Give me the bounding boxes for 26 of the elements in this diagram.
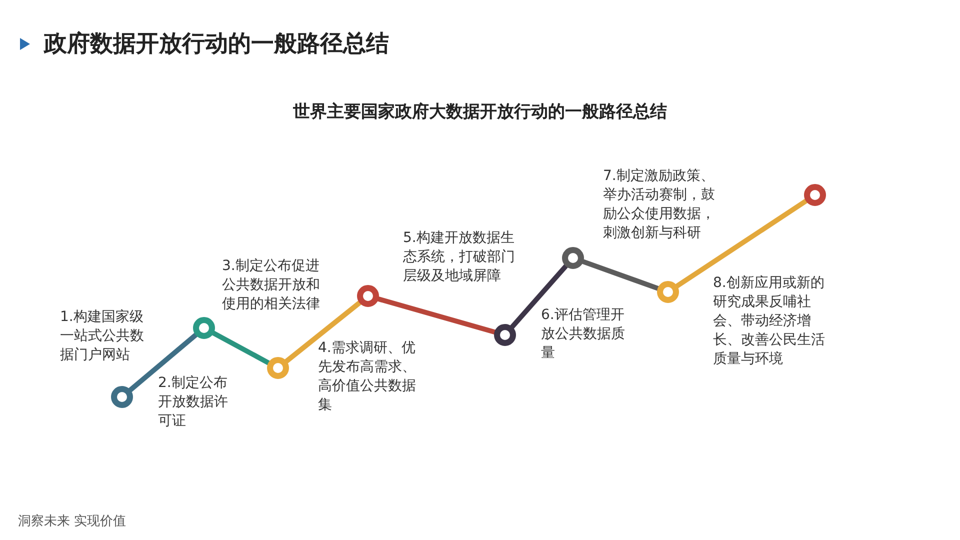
step-text: 7.制定激励政策、举办活动赛制，鼓励公众使用数据，刺激创新与科研 [603,167,716,243]
path-segment [128,332,198,392]
path-segment [674,198,808,288]
path-segment [510,264,568,330]
circle-marker [357,285,379,307]
circle-marker [111,386,133,408]
step-text: 8.创新应用或新的研究成果反哺社会、带动经济增长、改善公民生活质量与环境 [713,274,826,369]
slogan-text: 洞察未来 实现价值 [18,513,126,530]
path-segment [211,330,271,366]
path-segment [284,300,362,364]
step-text: 1.构建国家级一站式公共数据门户网站 [60,308,145,365]
step-text: 6.评估管理开放公共数据质量 [541,306,626,363]
circle-marker [562,247,584,269]
step-text: 4.需求调研、优先发布高需求、高价值公共数据集 [318,339,417,415]
circle-marker [267,357,289,379]
circle-marker [494,324,516,346]
path-segment [376,296,497,334]
step-text: 5.构建开放数据生态系统，打破部门层级及地域屏障 [403,229,516,286]
circle-marker [657,281,679,303]
step-text: 3.制定公布促进公共数据开放和使用的相关法律 [222,257,321,314]
page-title: 政府数据开放行动的一般路径总结 [44,30,389,59]
subtitle: 世界主要国家政府大数据开放行动的一般路径总结 [292,101,668,123]
circle-marker [193,317,215,339]
step-text: 2.制定公布开放数据许可证 [158,374,229,431]
path-segment [580,259,660,291]
circle-marker [804,184,826,206]
